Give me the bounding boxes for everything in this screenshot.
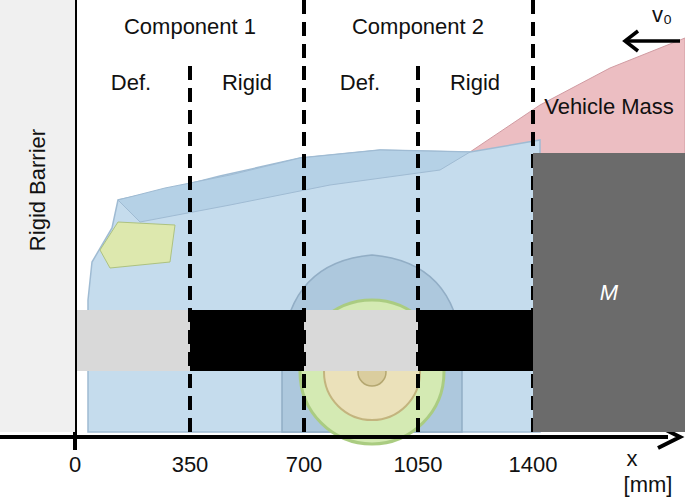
mass-block: M	[533, 153, 685, 432]
velocity-arrow	[626, 39, 680, 43]
rigid-barrier: Rigid Barrier	[0, 0, 75, 432]
section-label: Def.	[340, 70, 380, 95]
axis-tick-label: 700	[286, 452, 323, 477]
dashed-separator	[188, 66, 192, 432]
component-title: Component 1	[124, 14, 256, 39]
x-axis	[0, 435, 668, 439]
deformable-bar	[75, 310, 190, 371]
axis-tick-label: 1050	[394, 452, 443, 477]
velocity-arrowhead	[625, 31, 638, 51]
section-label: Def.	[111, 70, 151, 95]
barrier-label: Rigid Barrier	[25, 129, 50, 251]
axis-unit: [mm]	[624, 472, 673, 497]
component-title: Component 2	[352, 14, 484, 39]
vehicle-mass: M Vehicle Mass	[533, 60, 685, 432]
headlight	[100, 222, 175, 268]
axis-tick-label: 1400	[509, 452, 558, 477]
axis-tick-label: 350	[172, 452, 209, 477]
velocity-label: v₀	[652, 2, 672, 27]
rigid-bar	[418, 310, 533, 371]
section-label: Rigid	[222, 70, 272, 95]
car-illustration	[88, 38, 685, 444]
dashed-separator	[302, 0, 306, 432]
section-label: Rigid	[450, 70, 500, 95]
rigid-bar	[190, 310, 304, 371]
mass-heading: Vehicle Mass	[533, 94, 685, 119]
axis-tick-label: 0	[69, 452, 81, 477]
deformable-bar	[304, 310, 418, 371]
mass-symbol: M	[600, 280, 618, 305]
dashed-separator	[416, 66, 420, 432]
axis-name: x	[627, 446, 638, 471]
windshield-pillar	[470, 38, 685, 160]
